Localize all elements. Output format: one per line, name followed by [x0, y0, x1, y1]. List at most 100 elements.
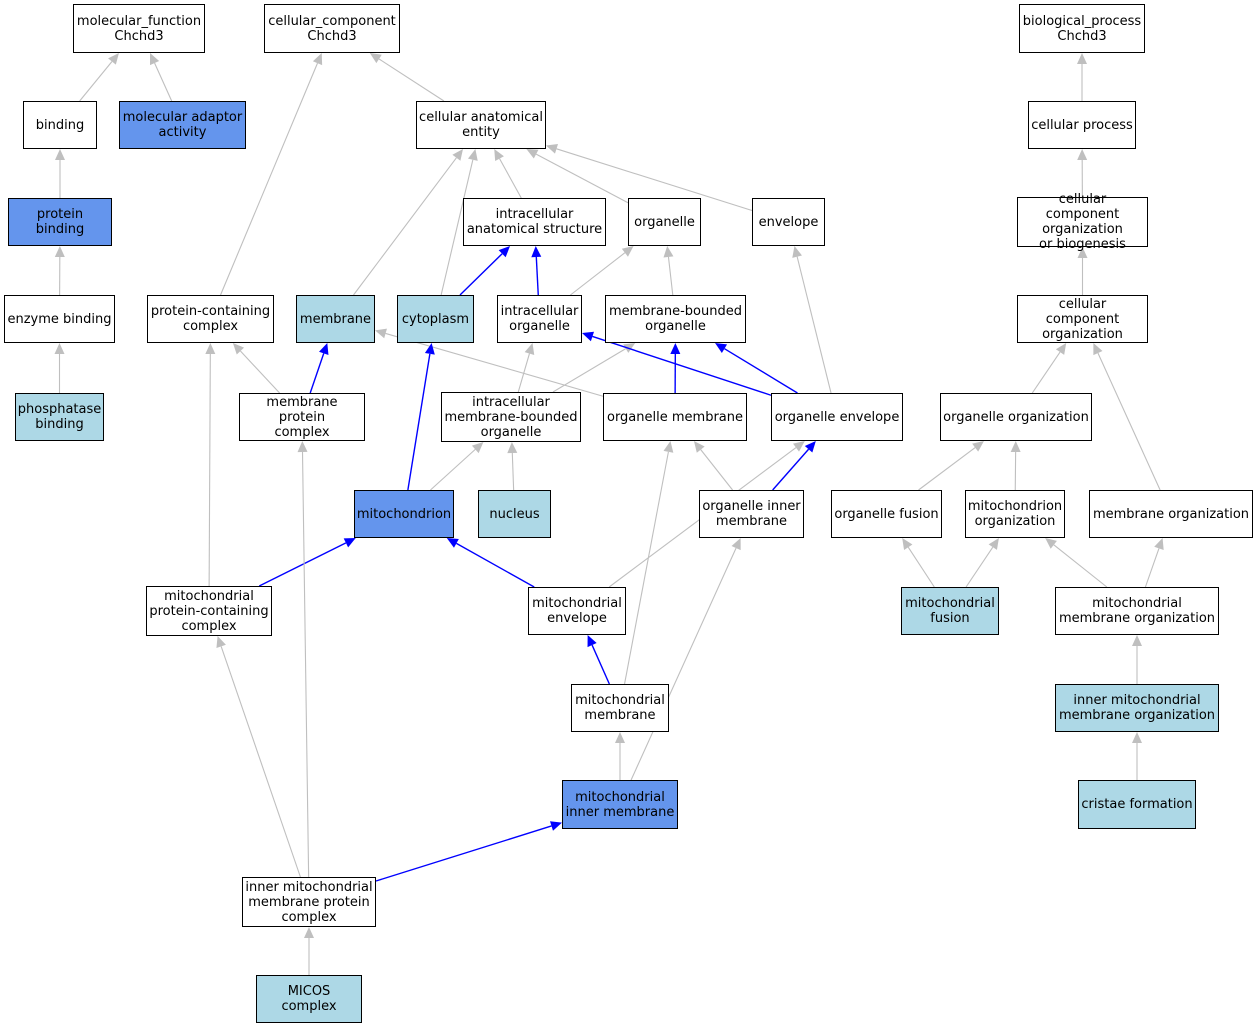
node-membrane-bounded-organelle[interactable]: membrane-bounded organelle [605, 295, 746, 343]
node-cellular-process[interactable]: cellular process [1028, 101, 1136, 149]
arrowhead-mitochondrion_organization-to-organelle_organization [1010, 441, 1021, 453]
edge-nucleus-to-intracellular_membrane_bounded_organelle [511, 452, 515, 491]
edge-intracellular_organelle-to-intracellular_anatomical_structure [535, 256, 539, 296]
arrowhead-inner_mitochondrial_membrane_protein_complex-to-mitochondrial_inner_membrane [550, 821, 562, 831]
node-label: molecular adaptor activity [122, 110, 243, 140]
node-mitochondrial-membrane-organization[interactable]: mitochondrial membrane organization [1055, 587, 1219, 635]
node-protein-binding[interactable]: protein binding [8, 198, 112, 246]
edge-organelle_inner_membrane-to-organelle_membrane [700, 449, 734, 491]
node-label: mitochondrial fusion [905, 596, 995, 626]
node-mf-root[interactable]: molecular_function Chchd3 [73, 4, 205, 53]
node-membrane-protein-complex[interactable]: membrane protein complex [239, 393, 365, 441]
node-organelle-organization[interactable]: organelle organization [940, 393, 1092, 441]
node-inner-mitochondrial-membrane-protein-complex[interactable]: inner mitochondrial membrane protein com… [242, 877, 376, 927]
arrowhead-intracellular_anatomical_structure-to-cellular_anatomical_entity [494, 149, 504, 162]
node-cc-root[interactable]: cellular_component Chchd3 [264, 4, 400, 53]
node-mitochondrial-fusion[interactable]: mitochondrial fusion [901, 587, 999, 635]
node-organelle[interactable]: organelle [628, 198, 701, 246]
node-organelle-membrane[interactable]: organelle membrane [603, 393, 747, 441]
node-label: organelle organization [943, 409, 1089, 425]
node-molecular-adaptor-activity[interactable]: molecular adaptor activity [119, 101, 246, 149]
node-label: organelle inner membrane [702, 499, 801, 529]
arrowhead-binding-to-mf_root [108, 53, 119, 65]
edge-organelle-to-cellular_anatomical_entity [535, 153, 629, 204]
node-protein-containing-complex[interactable]: protein-containing complex [147, 295, 274, 343]
arrowhead-cytoplasm-to-cellular_anatomical_entity [467, 149, 478, 161]
edge-membrane_bounded_organelle-to-organelle [667, 256, 674, 296]
node-label: molecular_function Chchd3 [76, 13, 202, 44]
node-enzyme-binding[interactable]: enzyme binding [4, 295, 115, 343]
node-mitochondrial-membrane[interactable]: mitochondrial membrane [571, 684, 669, 732]
node-label: organelle [634, 214, 695, 230]
node-label: membrane-bounded organelle [608, 304, 742, 334]
node-intracellular-organelle[interactable]: intracellular organelle [497, 295, 582, 343]
arrowhead-envelope-to-cellular_anatomical_entity [546, 144, 558, 154]
node-label: mitochondrial membrane organization [1058, 596, 1216, 626]
node-label: cytoplasm [401, 311, 470, 327]
arrowhead-inner_mitochondrial_membrane_organization-to-mitochondrial_membrane_organization [1132, 635, 1142, 646]
arrowhead-enzyme_binding-to-protein_binding [54, 246, 65, 258]
node-cellular-component-organization-or-biogenesis[interactable]: cellular component organization or bioge… [1017, 192, 1148, 252]
node-label: mitochondrion [356, 506, 452, 522]
node-cellular-component-organization[interactable]: cellular component organization [1017, 295, 1148, 343]
edge-binding-to-mf_root [79, 61, 113, 102]
arrowhead-phosphatase_binding-to-enzyme_binding [54, 343, 65, 354]
edge-molecular_adaptor_activity-to-mf_root [154, 62, 173, 102]
node-intracellular-membrane-bounded-organelle[interactable]: intracellular membrane-bounded organelle [441, 392, 581, 442]
node-envelope[interactable]: envelope [752, 198, 825, 246]
arrowhead-mitochondrial_protein_containing_complex-to-mitochondrion [343, 538, 356, 548]
node-micos-complex[interactable]: MICOS complex [256, 975, 362, 1023]
edge-inner_mitochondrial_membrane_protein_complex-to-mitochondrial_inner_membrane [375, 825, 552, 882]
node-label: inner mitochondrial membrane protein com… [245, 879, 373, 925]
edge-membrane_protein_complex-to-membrane [309, 353, 325, 394]
node-mitochondrion-organization[interactable]: mitochondrion organization [965, 490, 1065, 538]
arrowhead-protein_binding-to-binding [55, 149, 65, 160]
node-organelle-inner-membrane[interactable]: organelle inner membrane [699, 490, 804, 538]
node-cristae-formation[interactable]: cristae formation [1078, 780, 1196, 829]
node-membrane[interactable]: membrane [296, 295, 375, 343]
node-label: mitochondrial inner membrane [565, 789, 675, 820]
node-organelle-envelope[interactable]: organelle envelope [771, 393, 903, 441]
edge-protein_containing_complex-to-cc_root [220, 62, 319, 296]
node-label: membrane organization [1092, 506, 1250, 522]
node-bp-root[interactable]: biological_process Chchd3 [1019, 4, 1145, 53]
arrowhead-organelle_organization-to-cellular_component_organization [1055, 343, 1067, 355]
arrowhead-inner_mitochondrial_membrane_protein_complex-to-membrane_protein_complex [297, 441, 308, 453]
node-cytoplasm[interactable]: cytoplasm [397, 295, 474, 343]
node-binding[interactable]: binding [23, 101, 97, 149]
node-mitochondrion[interactable]: mitochondrion [354, 490, 454, 538]
node-cellular-anatomical-entity[interactable]: cellular anatomical entity [416, 101, 546, 149]
node-mitochondrial-envelope[interactable]: mitochondrial envelope [528, 587, 626, 635]
node-inner-mitochondrial-membrane-organization[interactable]: inner mitochondrial membrane organizatio… [1055, 684, 1219, 732]
edge-intracellular_anatomical_structure-to-cellular_anatomical_entity [499, 158, 522, 199]
node-label: phosphatase binding [17, 402, 102, 432]
arrowhead-membrane_bounded_organelle-to-organelle [663, 246, 674, 258]
node-membrane-organization[interactable]: membrane organization [1089, 490, 1253, 538]
node-label: MICOS complex [281, 984, 337, 1014]
arrowhead-mitochondrial_protein_containing_complex-to-protein_containing_complex [205, 343, 216, 355]
edge-intracellular_organelle-to-organelle [570, 252, 626, 296]
arrowhead-organelle_membrane-to-membrane_bounded_organelle [670, 343, 681, 355]
node-label: cellular anatomical entity [419, 110, 543, 140]
edge-mitochondrial_membrane_organization-to-mitochondrion_organization [1053, 544, 1108, 588]
node-mitochondrial-protein-containing-complex[interactable]: mitochondrial protein-containing complex [146, 586, 272, 636]
arrowhead-cytoplasm-to-intracellular_anatomical_structure [498, 246, 511, 258]
edge-mitochondrial_protein_containing_complex-to-protein_containing_complex [208, 353, 211, 587]
node-label: membrane protein complex [266, 394, 338, 440]
arrowhead-intracellular_membrane_bounded_organelle-to-intracellular_organelle [524, 343, 535, 355]
node-phosphatase-binding[interactable]: phosphatase binding [15, 393, 104, 441]
edge-mitochondrial_envelope-to-mitochondrion [456, 542, 535, 588]
arrowhead-mitochondrion-to-intracellular_membrane_bounded_organelle [471, 442, 484, 454]
edge-membrane_protein_complex-to-protein_containing_complex [240, 350, 280, 394]
node-mitochondrial-inner-membrane[interactable]: mitochondrial inner membrane [562, 780, 678, 829]
arrowhead-mitochondrial_membrane-to-organelle_membrane [663, 441, 674, 453]
edge-organelle_organization-to-cellular_component_organization [1031, 351, 1061, 394]
node-nucleus[interactable]: nucleus [478, 490, 551, 538]
arrowhead-membrane-to-cellular_anatomical_entity [452, 149, 463, 161]
node-label: binding [35, 117, 85, 133]
edge-inner_mitochondrial_membrane_protein_complex-to-membrane_protein_complex [301, 451, 310, 878]
node-organelle-fusion[interactable]: organelle fusion [831, 490, 942, 538]
node-intracellular-anatomical-structure[interactable]: intracellular anatomical structure [463, 198, 606, 246]
node-label: mitochondrion organization [967, 499, 1063, 529]
